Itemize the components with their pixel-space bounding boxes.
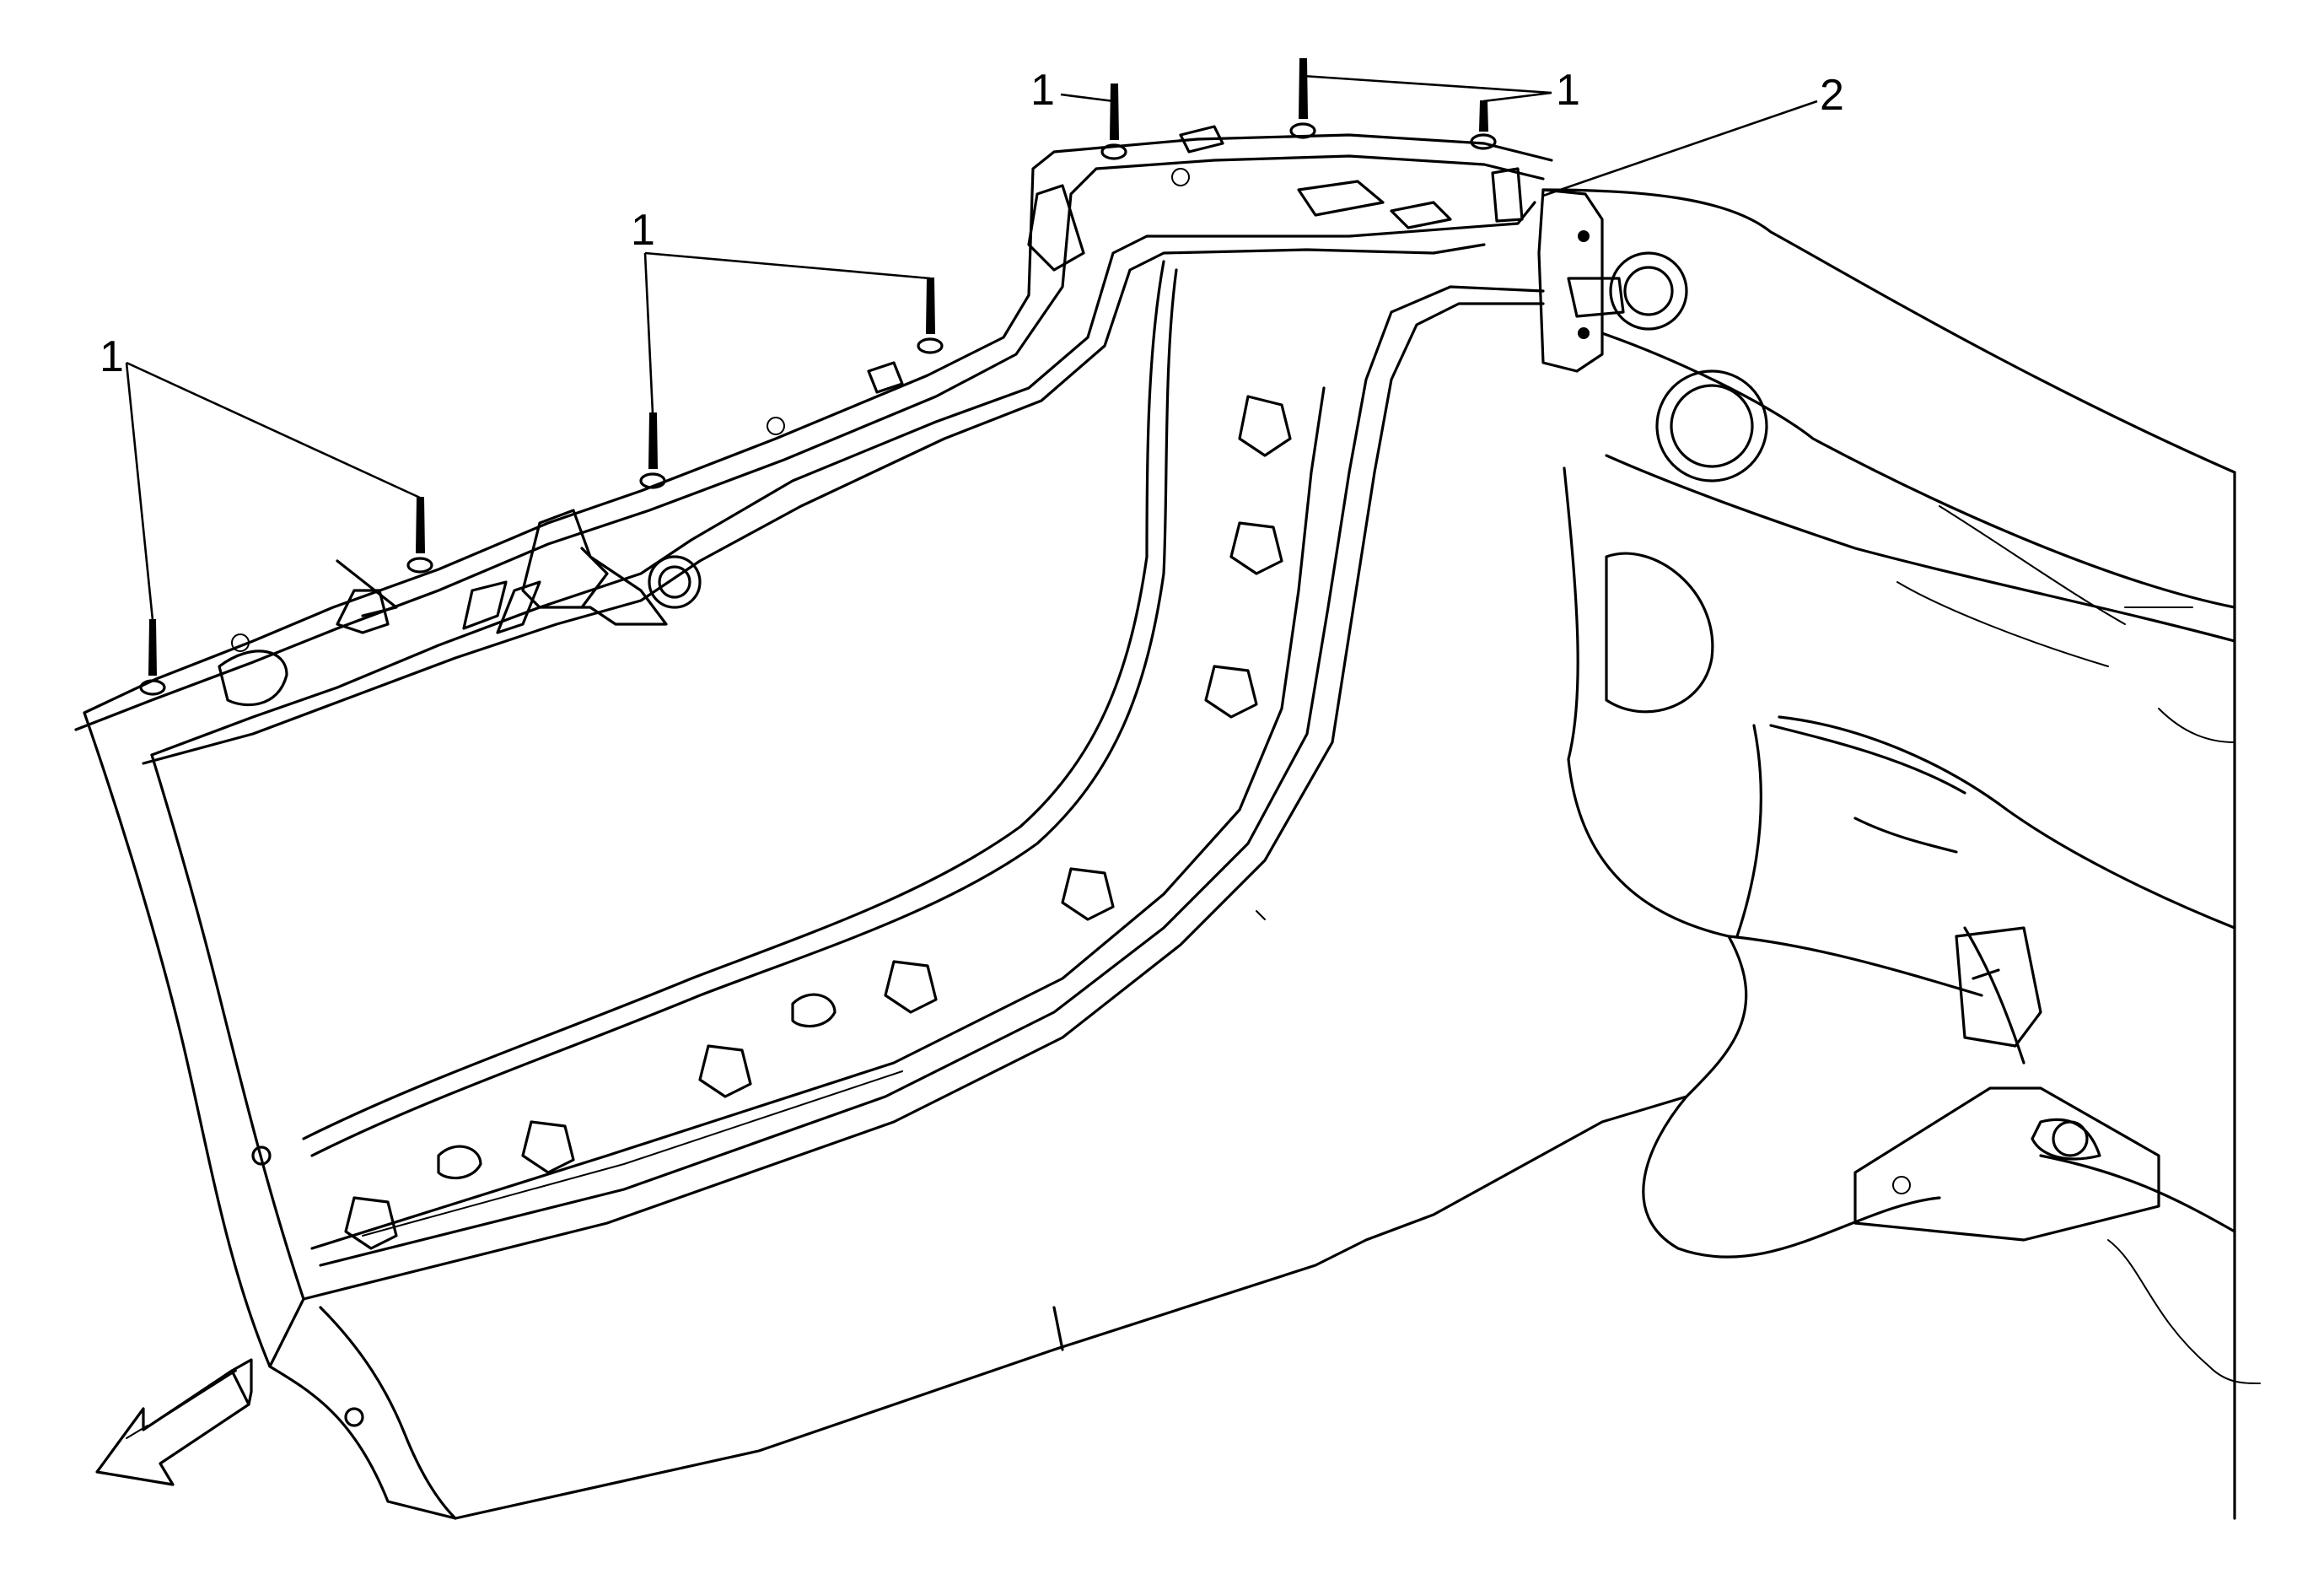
bolt-1: [139, 619, 166, 696]
fascia-lower-flange: [310, 386, 1326, 1250]
callout-1-left: 1: [100, 332, 124, 381]
callout-2: 2: [1820, 71, 1844, 120]
fascia-upper-rail: [74, 125, 1553, 765]
fascia-outer-skin: [83, 260, 1688, 1520]
upper-fasteners: [139, 58, 1497, 696]
callout-1-center: 1: [631, 206, 655, 255]
side-bracket: [1537, 188, 1688, 373]
bolt-6: [1289, 58, 1316, 139]
body-structure: [1541, 188, 2261, 1520]
bolt-4: [917, 278, 944, 354]
forward-arrow-icon: [95, 1358, 253, 1486]
bolt-7: [1470, 100, 1497, 150]
bolt-3: [639, 412, 666, 489]
callout-1-top-left: 1: [1030, 66, 1055, 115]
bolt-2: [406, 497, 433, 574]
callout-1-top-right: 1: [1556, 66, 1580, 115]
bolt-5: [1100, 84, 1127, 160]
leader-lines: [125, 74, 1818, 621]
callout-labels: 1 1 1 1 2: [100, 66, 1844, 381]
